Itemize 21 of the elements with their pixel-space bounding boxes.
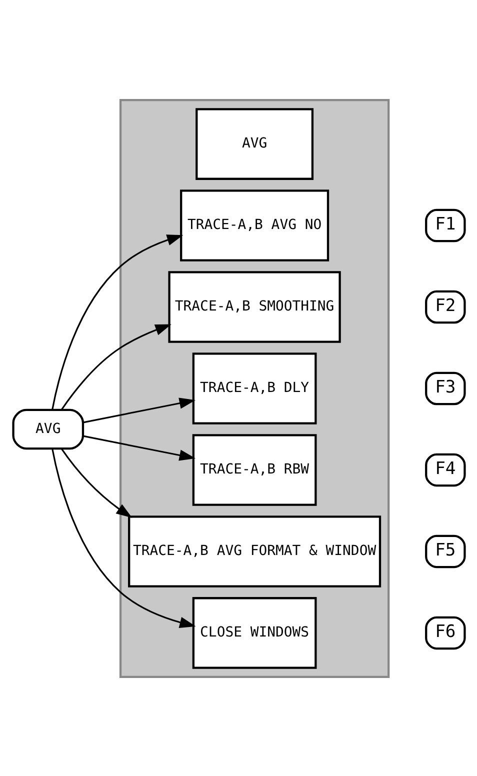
node-box: TRACE-A,B DLY — [192, 352, 316, 424]
node-box: F6 — [424, 616, 466, 650]
node-box: F1 — [424, 208, 466, 242]
arrow — [82, 434, 196, 460]
node-box: TRACE-A,B RBW — [192, 434, 316, 506]
arrow — [51, 448, 196, 628]
node-box: TRACE-A,B AVG NO — [180, 189, 329, 261]
node-box: F5 — [424, 534, 466, 568]
node-box: AVG — [12, 408, 84, 450]
node-box: F2 — [424, 290, 466, 324]
node-box: F3 — [424, 371, 466, 405]
cluster — [118, 98, 390, 678]
arrow — [60, 448, 132, 518]
node-box: F4 — [424, 452, 466, 486]
node-box: CLOSE WINDOWS — [192, 596, 316, 668]
arrow — [82, 397, 196, 423]
arrow — [51, 234, 183, 410]
arrow — [60, 324, 171, 410]
node-box: AVG — [195, 108, 314, 180]
node-box: TRACE-A,B SMOOTHING — [168, 270, 340, 342]
node-box: TRACE-A,B AVG FORMAT & WINDOW — [128, 515, 381, 587]
